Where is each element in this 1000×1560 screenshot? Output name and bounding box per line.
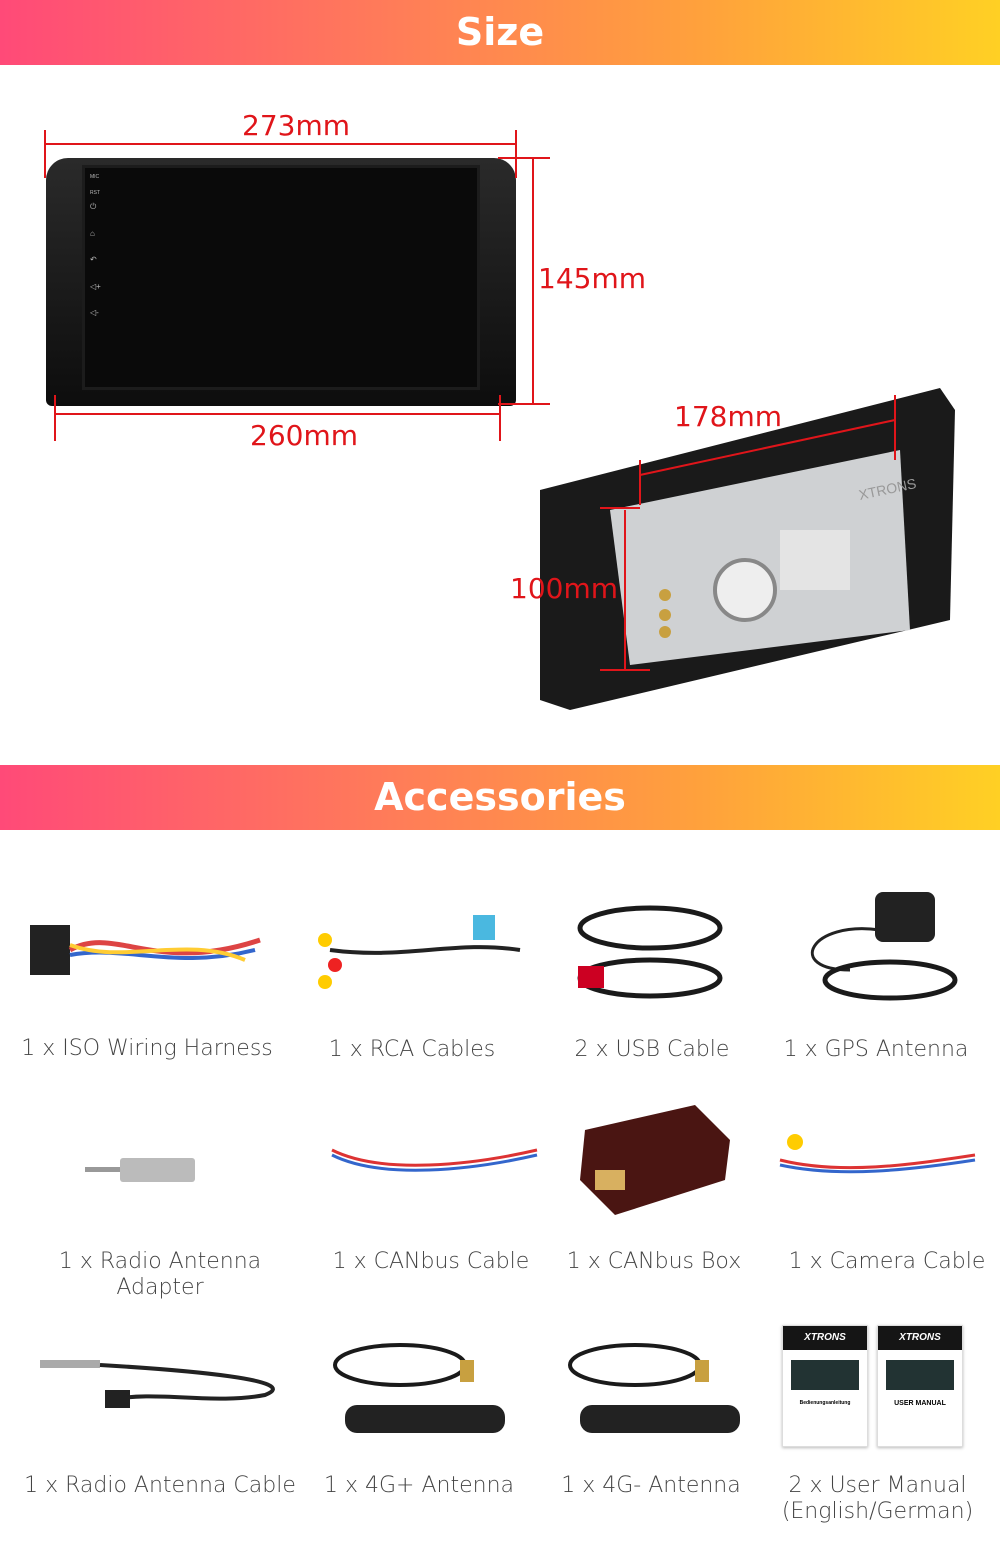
accessory-label: 2 x User Manual (English/German) — [781, 1473, 974, 1524]
rca-cables-image — [318, 915, 521, 989]
accessory-label: 1 x ISO Wiring Harness — [21, 1036, 273, 1061]
size-banner: Size — [0, 0, 1000, 65]
accessory-label: 1 x Radio Antenna Adapter — [58, 1249, 262, 1300]
accessories-banner: Accessories — [0, 765, 1000, 830]
accessory-label: 1 x GPS Antenna — [783, 1037, 969, 1062]
antenna-cable-image — [40, 1360, 275, 1408]
german-manual: XTRONS Bedienungsanleitung — [782, 1325, 868, 1447]
gps-antenna-image — [810, 892, 958, 1001]
4g-plus-antenna-image — [333, 1343, 505, 1433]
volume-down-icon[interactable]: ◁- — [90, 308, 99, 317]
canbus-cable-image — [331, 1148, 538, 1172]
height-label: 145mm — [538, 262, 646, 295]
accessory-label: 1 x CANbus Box — [566, 1249, 742, 1274]
4g-minus-antenna-image — [568, 1343, 740, 1433]
mic-label: MIC — [90, 174, 100, 180]
accessory-label: 1 x CANbus Cable — [332, 1249, 530, 1274]
accessory-label: 1 x Camera Cable — [788, 1249, 986, 1274]
width-bottom-label: 260mm — [250, 419, 358, 452]
back-icon[interactable]: ↶ — [90, 255, 97, 264]
usb-cable-image — [577, 905, 723, 999]
camera-cable-image — [779, 1134, 976, 1174]
back-unit-image: XTRONS — [540, 388, 955, 710]
canbus-box-image — [580, 1105, 730, 1215]
accessory-label: 1 x 4G+ Antenna — [324, 1473, 514, 1498]
depth-height-label: 100mm — [510, 572, 618, 605]
rst-label: RST — [90, 190, 100, 196]
home-icon[interactable]: ⌂ — [90, 229, 95, 238]
width-top-label: 273mm — [242, 109, 350, 142]
accessory-label: 1 x RCA Cables — [328, 1037, 496, 1062]
accessory-label: 1 x 4G- Antenna — [561, 1473, 741, 1498]
antenna-adapter-image — [85, 1158, 195, 1182]
wiring-harness-image — [30, 925, 261, 975]
volume-up-icon[interactable]: ◁+ — [90, 282, 101, 291]
depth-width-label: 178mm — [674, 400, 782, 433]
english-manual: XTRONS USER MANUAL — [877, 1325, 963, 1447]
accessory-label: 2 x USB Cable — [574, 1037, 730, 1062]
accessory-label: 1 x Radio Antenna Cable — [24, 1473, 296, 1498]
power-icon[interactable]: ⏻ — [90, 202, 97, 211]
